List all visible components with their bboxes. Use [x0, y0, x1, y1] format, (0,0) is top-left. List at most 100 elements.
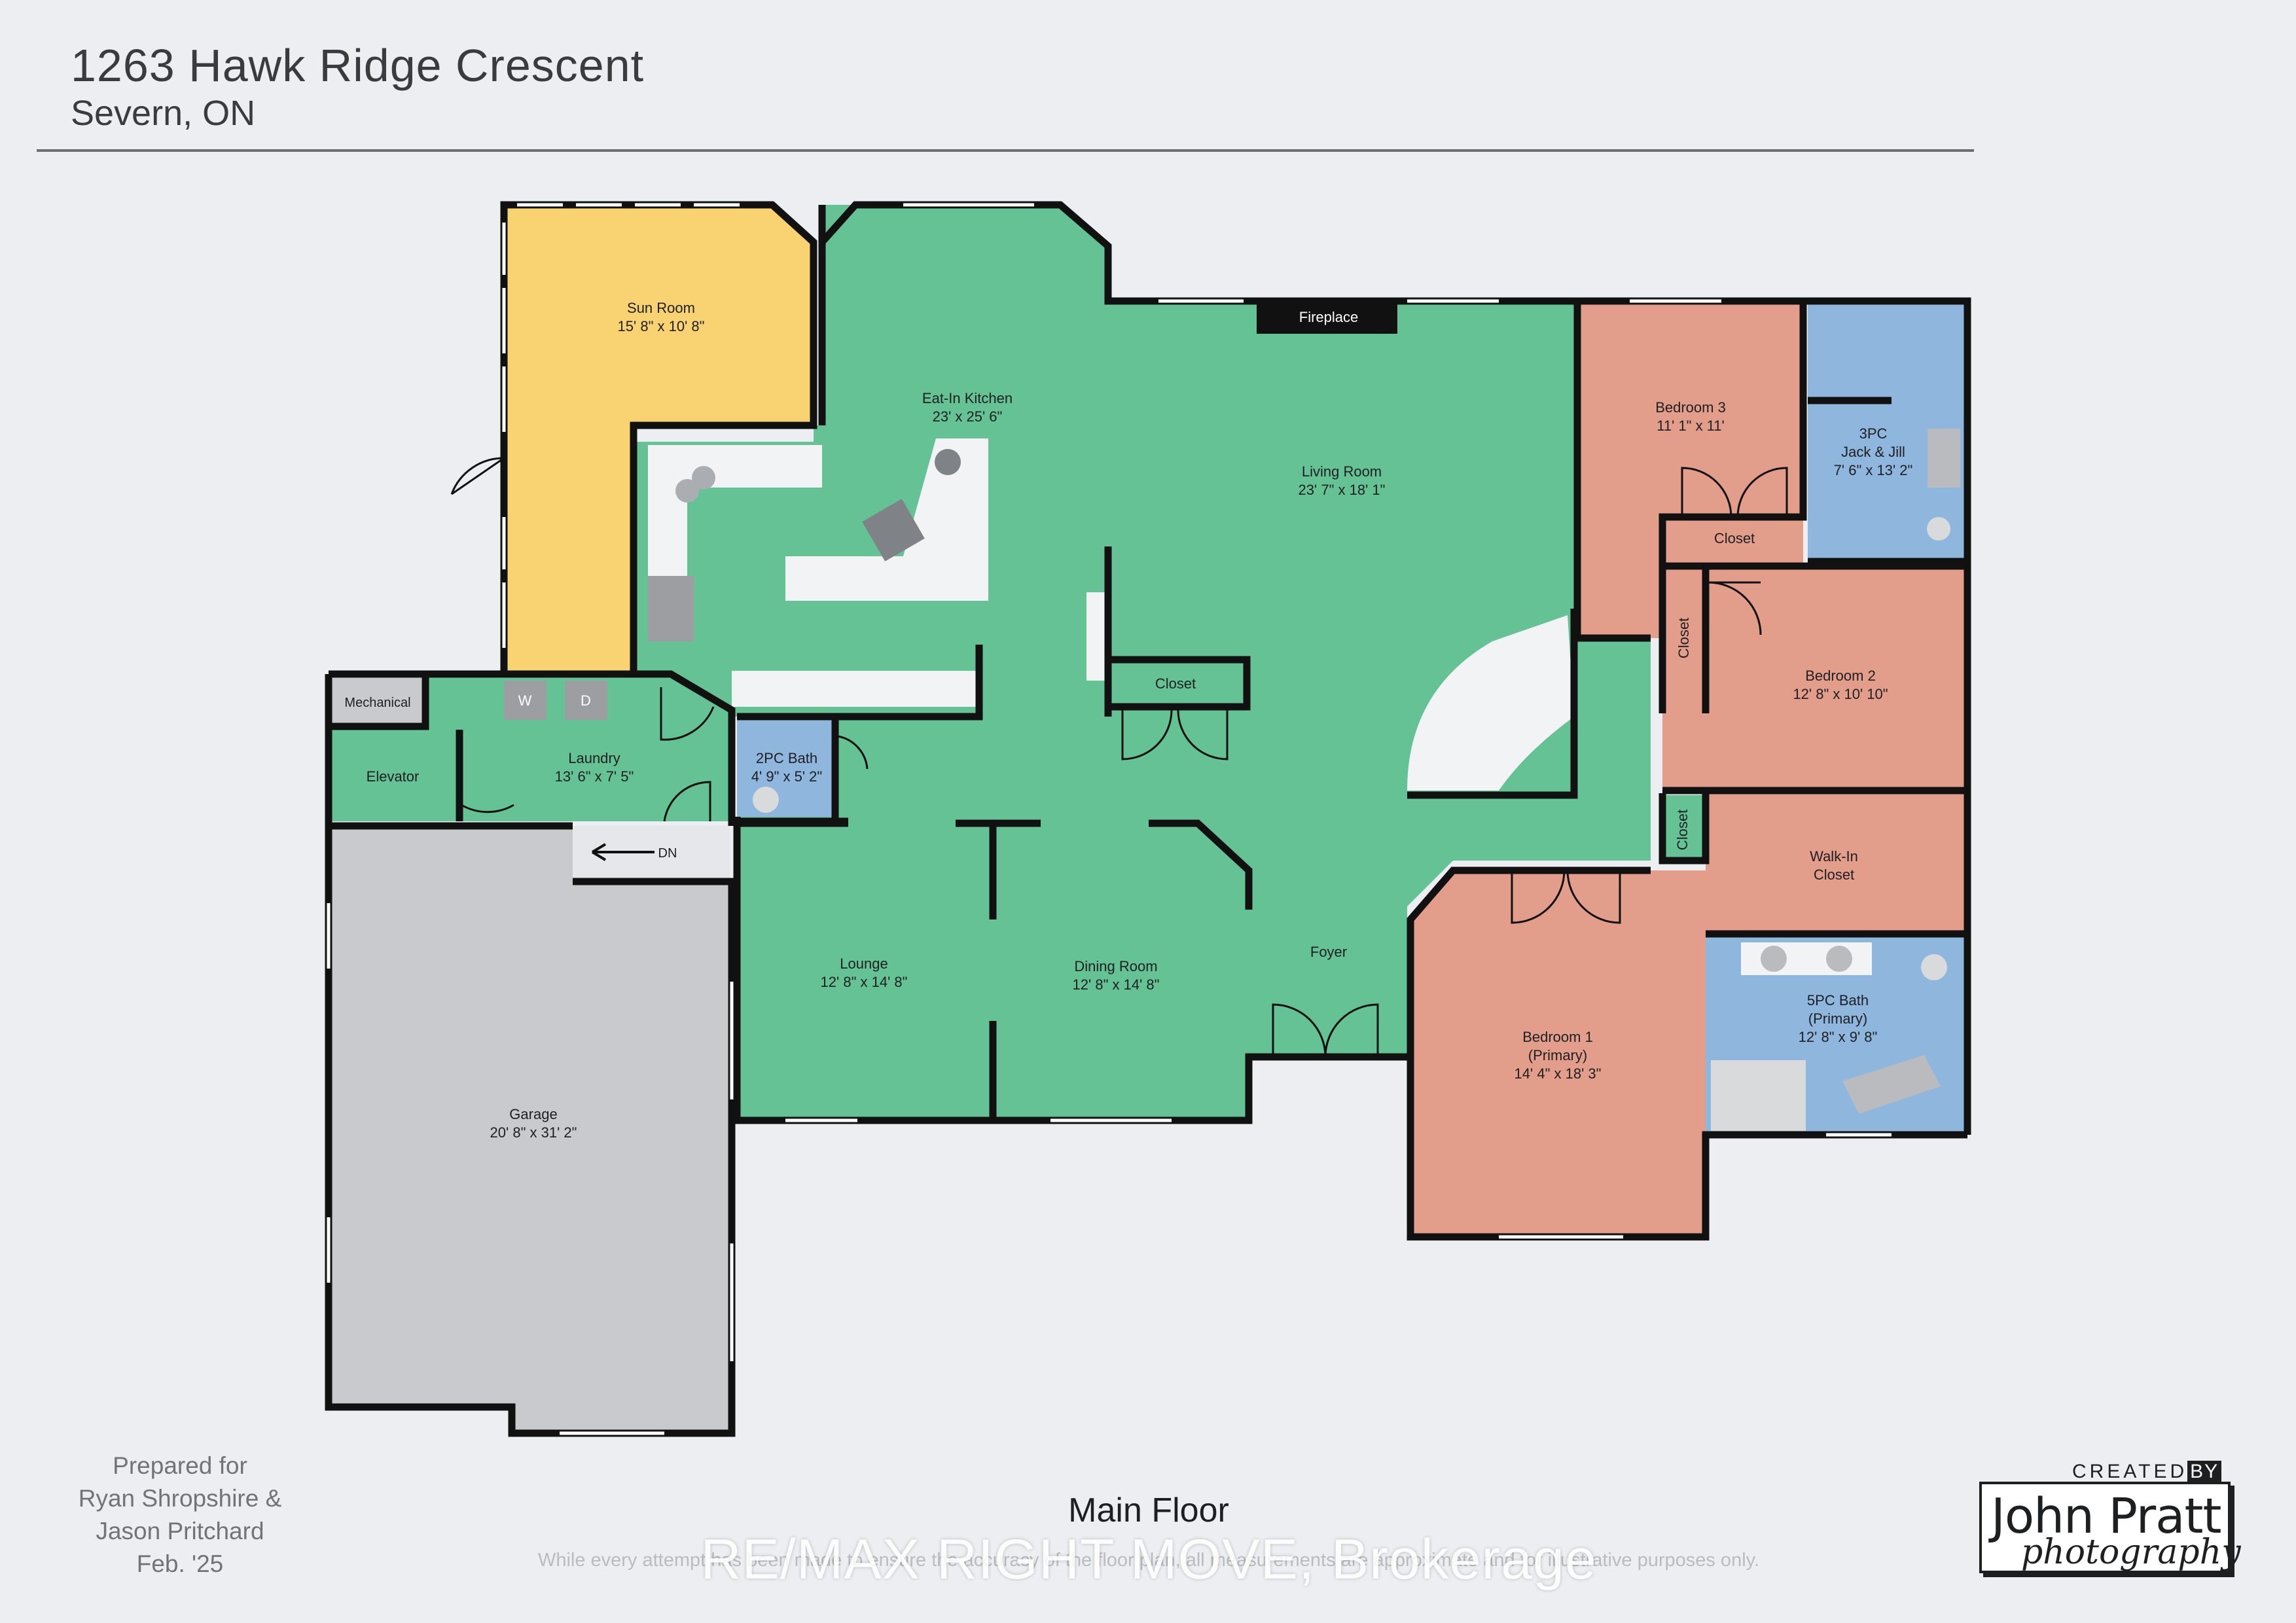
address-title: 1263 Hawk Ridge Crescent — [71, 40, 645, 91]
north-walls — [819, 201, 1971, 1135]
sink-kitchen — [675, 479, 699, 503]
sun-room-windows — [502, 203, 740, 648]
credit-created-text: CREATED — [2072, 1461, 2188, 1482]
walk-in-closet-fill — [1706, 793, 1967, 934]
east-south-walls — [1407, 866, 1967, 1241]
bath5pc-name: 5PC Bath — [1807, 992, 1869, 1008]
bath3pc-dims: 7' 6" x 13' 2" — [1834, 462, 1913, 478]
windows — [327, 203, 1892, 1435]
closet-b2-label: Closet — [1676, 618, 1692, 658]
bath5pc-name2: (Primary) — [1808, 1010, 1867, 1027]
dryer-label: D — [581, 692, 591, 709]
bedroom1-dims: 14' 4" x 18' 3" — [1515, 1065, 1602, 1082]
garage-walls — [325, 826, 736, 1437]
dining-name: Dining Room — [1074, 958, 1157, 974]
bath2pc-door — [836, 735, 869, 772]
living-dims: 23' 7" x 18' 1" — [1299, 482, 1386, 498]
logo-sub: photography — [2021, 1533, 2241, 1572]
stairs-dn-arrow — [591, 843, 655, 861]
elevator-label: Elevator — [367, 768, 420, 785]
elevator-door — [460, 753, 514, 813]
hall-counter — [732, 671, 979, 707]
laundry-south-door — [663, 781, 711, 822]
garage-windows — [327, 903, 734, 1435]
kitchen-island — [785, 438, 988, 601]
laundry-name: Laundry — [568, 750, 620, 766]
stool — [935, 449, 961, 475]
closet-bedroom3-fill — [1662, 517, 1803, 562]
pantry-unit — [648, 576, 694, 641]
toilet-5pc — [1921, 954, 1947, 980]
room-labels: Sun Room 15' 8" x 10' 8" Eat-In Kitchen … — [344, 300, 1912, 1141]
sink-5pc-a — [1761, 946, 1787, 972]
toilet-2pc — [753, 787, 779, 813]
fireplace-label: Fireplace — [1299, 309, 1358, 325]
sink-5pc-b — [1826, 946, 1852, 972]
dryer — [565, 681, 607, 720]
washer — [504, 681, 547, 720]
bedroom-1-fill — [1410, 870, 1706, 1237]
laundry-door — [660, 687, 715, 741]
kitchen-counter-l — [648, 445, 822, 576]
bedroom1-name2: (Primary) — [1528, 1047, 1587, 1063]
bedroom3-dims: 11' 1" x 11' — [1657, 418, 1724, 434]
sun-room-door — [450, 457, 505, 495]
prepared-line-3: Jason Pritchard — [96, 1518, 264, 1544]
bedroom1-name: Bedroom 1 — [1522, 1029, 1593, 1045]
bedroom3-door — [1681, 467, 1788, 518]
logo-name: John Pratt — [1991, 1488, 2222, 1544]
elevator-fill — [329, 730, 459, 821]
counters — [648, 438, 1941, 1131]
bedroom2-closet-door — [1708, 581, 1762, 635]
bedroom2-name: Bedroom 2 — [1805, 668, 1876, 684]
doors — [450, 457, 1788, 1058]
living-windows — [903, 203, 1721, 303]
closet-walk-label: Closet — [1674, 810, 1691, 850]
kitchen-name: Eat-In Kitchen — [922, 390, 1013, 406]
walkin-name: Walk-In — [1810, 848, 1858, 865]
closet-walk-fill — [1662, 795, 1703, 861]
brokerage-watermark: RE/MAX RIGHT MOVE, Brokerage — [700, 1528, 1597, 1591]
sun-room-fill — [504, 205, 814, 671]
curved-stair — [1407, 615, 1574, 791]
hall-cabinet — [1086, 592, 1106, 681]
mechanical-label: Mechanical — [344, 696, 410, 710]
bath3pc-name: 3PC — [1859, 425, 1888, 442]
closet-b3-label: Closet — [1714, 530, 1755, 546]
bath-2pc-fill — [737, 717, 835, 817]
room-fills — [329, 205, 1967, 1433]
prepared-for: Prepared for Ryan Shropshire & Jason Pri… — [79, 1450, 282, 1580]
closet-hall-label: Closet — [1155, 675, 1196, 692]
stairs-dn-label: DN — [658, 846, 677, 861]
fireplace — [1257, 298, 1397, 334]
bedroom3-name: Bedroom 3 — [1655, 399, 1726, 416]
bath5pc-dims: 12' 8" x 9' 8" — [1799, 1029, 1878, 1045]
sun-room-name: Sun Room — [627, 300, 695, 316]
credit-by: BY — [2187, 1461, 2222, 1482]
closet-bedroom2-fill — [1662, 569, 1703, 713]
shower-5pc — [1711, 1060, 1806, 1131]
stair-wall — [1407, 609, 1578, 799]
sun-room-dims: 15' 8" x 10' 8" — [618, 318, 705, 334]
bedroom2-dims: 12' 8" x 10' 10" — [1793, 686, 1888, 702]
cooktop — [862, 499, 925, 562]
sink-kitchen-2 — [692, 466, 715, 490]
fixtures — [504, 429, 1960, 980]
walls — [325, 201, 1971, 1437]
garage-dims: 20' 8" x 31' 2" — [490, 1124, 577, 1141]
bath2pc-walls — [737, 713, 848, 825]
dining-dims: 12' 8" x 14' 8" — [1073, 976, 1160, 993]
toilet-3pc — [1927, 517, 1950, 541]
lounge-dining-walls — [737, 819, 1253, 1120]
south-walls — [733, 817, 1407, 1124]
bedroom-2-fill — [1662, 566, 1967, 789]
lounge-dims: 12' 8" x 14' 8" — [821, 974, 908, 990]
hall-closet-doors — [1121, 709, 1229, 760]
disclaimer: While every attempt has been made to ens… — [537, 1550, 1760, 1571]
garage-fill — [329, 826, 732, 1433]
walkin-name2: Closet — [1814, 866, 1854, 883]
south-windows — [785, 1118, 1892, 1239]
prepared-line-1: Prepared for — [113, 1452, 247, 1479]
